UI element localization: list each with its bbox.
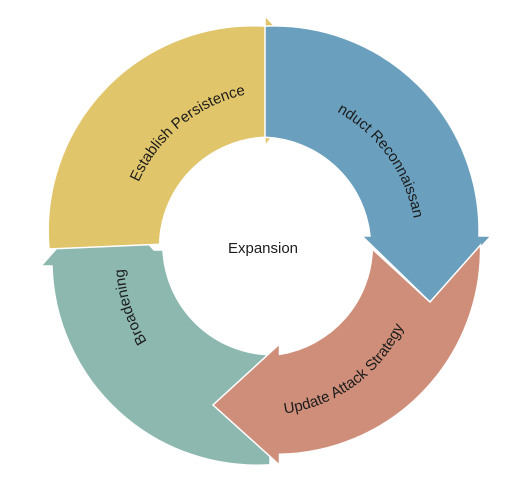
arrow-segments	[39, 14, 493, 467]
arrow-segment-conduct-reconnaissance	[264, 25, 493, 304]
arrow-segment-broadening	[39, 193, 271, 466]
arrow-segment-update-attack-strategy	[211, 243, 482, 467]
arrow-segment-establish-persistence	[47, 14, 322, 250]
center-label: Expansion	[228, 240, 298, 257]
